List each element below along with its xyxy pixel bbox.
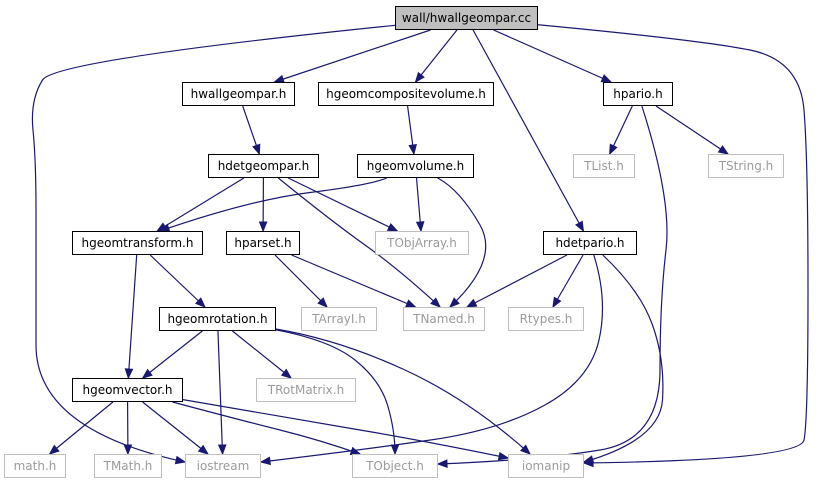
node-tarrayi-h: TArrayI.h xyxy=(301,307,377,331)
node-tlist-h: TList.h xyxy=(573,154,635,178)
node-hpario-h[interactable]: hpario.h xyxy=(603,82,673,106)
node-hgeomcompositevolume-h[interactable]: hgeomcompositevolume.h xyxy=(318,82,494,106)
node-hdetpario-h[interactable]: hdetpario.h xyxy=(543,231,637,255)
edge-hparset-h-to-tarrayi-h xyxy=(274,254,328,308)
node-hgeomvector-h[interactable]: hgeomvector.h xyxy=(72,378,183,402)
edge-hgeomrotation-h-to-trotmatrix-h xyxy=(232,330,293,379)
edge-hgeomvector-h-to-iostream xyxy=(142,401,209,455)
edge-hdetpario-h-to-iomanip xyxy=(582,254,664,464)
edge-wall-hwallgeompar-cc-to-hwallgeompar-h xyxy=(273,29,431,84)
edge-hgeomrotation-h-to-hgeomvector-h xyxy=(141,330,203,379)
edge-hdetpario-h-to-tnamed-h xyxy=(465,254,568,308)
edge-hdetgeompar-h-to-hparset-h xyxy=(258,177,268,233)
edge-hwallgeompar-h-to-hdetgeompar-h xyxy=(242,105,261,156)
node-tstring-h: TString.h xyxy=(708,154,784,178)
node-wall-hwallgeompar-cc[interactable]: wall/hwallgeompar.cc xyxy=(395,6,538,30)
edge-hdetpario-h-to-rtypes-h xyxy=(552,254,584,309)
edge-hgeomvolume-h-to-hgeomtransform-h xyxy=(158,177,387,233)
node-tnamed-h: TNamed.h xyxy=(403,307,485,331)
edge-hgeomrotation-h-to-tobject-h xyxy=(275,329,400,456)
node-tobjarray-h: TObjArray.h xyxy=(375,231,469,255)
node-hgeomvolume-h[interactable]: hgeomvolume.h xyxy=(357,154,474,178)
node-iostream: iostream xyxy=(185,454,261,478)
edge-hdetgeompar-h-to-tobjarray-h xyxy=(287,177,399,232)
node-math-h: math.h xyxy=(4,454,66,478)
edge-wall-hwallgeompar-cc-to-hgeomcompositevolume-h xyxy=(414,29,458,84)
edge-hpario-h-to-tlist-h xyxy=(609,105,633,156)
edge-hgeomvector-h-to-tmath-h xyxy=(123,401,133,456)
node-iomanip: iomanip xyxy=(508,454,584,478)
edge-wall-hwallgeompar-cc-to-hdetpario-h xyxy=(472,29,585,233)
edge-wall-hwallgeompar-cc-to-hpario-h xyxy=(493,29,613,83)
node-tmath-h: TMath.h xyxy=(94,454,162,478)
edge-hgeomvector-h-to-iomanip xyxy=(182,399,510,461)
edge-hgeomvector-h-to-math-h xyxy=(48,401,114,455)
node-trotmatrix-h: TRotMatrix.h xyxy=(256,378,356,402)
edge-hgeomvector-h-to-tobject-h xyxy=(172,401,362,455)
node-hwallgeompar-h[interactable]: hwallgeompar.h xyxy=(182,82,295,106)
edge-hparset-h-to-tnamed-h xyxy=(291,254,417,308)
edge-hpario-h-to-tstring-h xyxy=(655,105,730,155)
node-rtypes-h: Rtypes.h xyxy=(508,307,584,331)
edge-hgeomvolume-h-to-tobjarray-h xyxy=(415,177,425,233)
edge-wall-hwallgeompar-cc-to-iostream xyxy=(31,24,396,465)
node-hdetgeompar-h[interactable]: hdetgeompar.h xyxy=(208,154,319,178)
node-tobject-h: TObject.h xyxy=(352,454,438,478)
edge-hgeomtransform-h-to-hgeomvector-h xyxy=(124,254,138,380)
edge-hdetgeompar-h-to-tnamed-h xyxy=(277,177,441,308)
edge-hgeomrotation-h-to-iostream xyxy=(217,330,227,456)
edge-hgeomrotation-h-to-iomanip xyxy=(275,328,532,455)
edge-hdetgeompar-h-to-hgeomtransform-h xyxy=(155,177,245,232)
edge-hdetpario-h-to-iostream xyxy=(259,254,604,466)
edge-hgeomtransform-h-to-hgeomrotation-h xyxy=(149,254,206,308)
node-hgeomrotation-h[interactable]: hgeomrotation.h xyxy=(159,307,276,331)
edge-hgeomvolume-h-to-tnamed-h xyxy=(437,177,487,308)
node-hparset-h[interactable]: hparset.h xyxy=(226,231,300,255)
node-hgeomtransform-h[interactable]: hgeomtransform.h xyxy=(72,231,203,255)
edge-hgeomcompositevolume-h-to-hgeomvolume-h xyxy=(406,105,417,156)
